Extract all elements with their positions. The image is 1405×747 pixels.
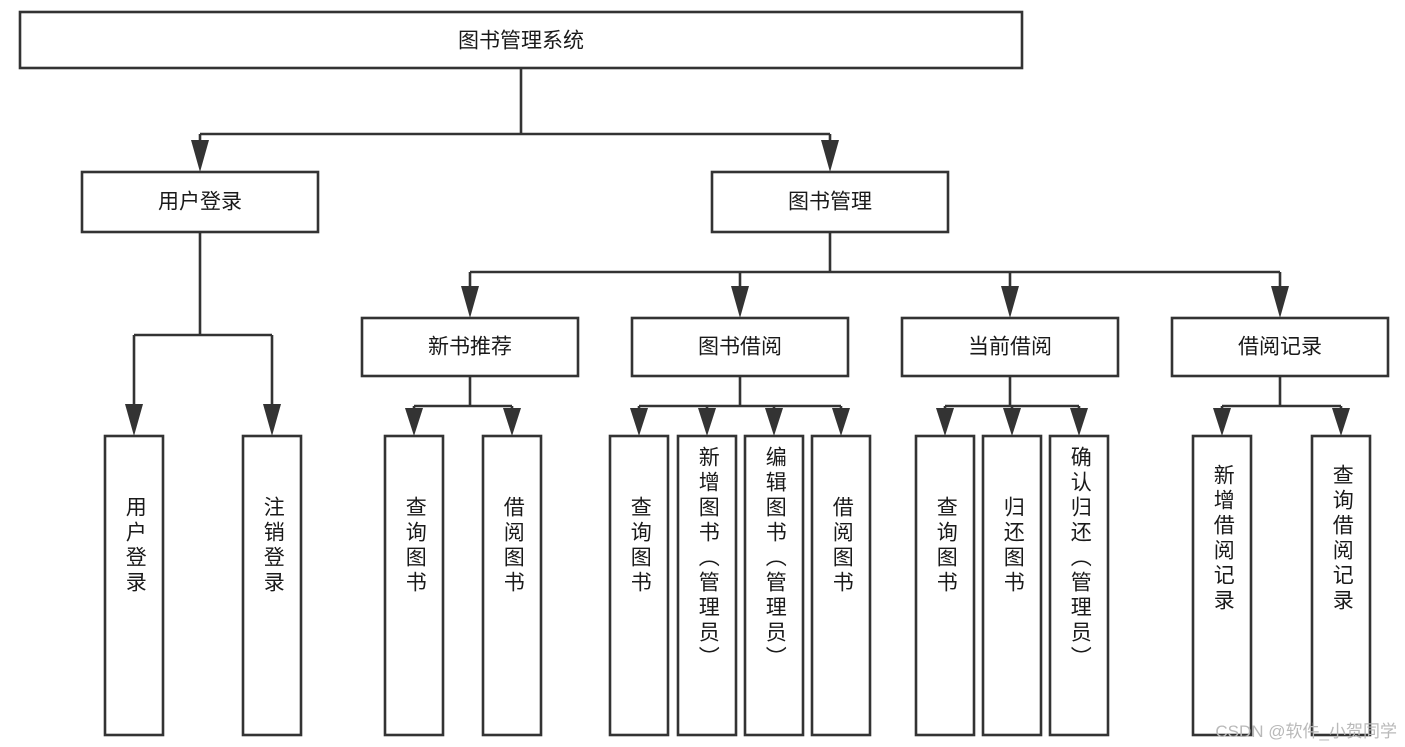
node-new-book-recommend-label: 新书推荐 xyxy=(428,336,512,359)
node-book-borrow[interactable]: 图书借阅 xyxy=(630,316,850,378)
arrow-head-leaf-query-book-2 xyxy=(630,408,648,436)
arrow-head-leaf-add-record xyxy=(1213,408,1231,436)
connector-group-current-borrow xyxy=(936,376,1088,436)
node-current-borrow[interactable]: 当前借阅 xyxy=(900,316,1120,378)
leaf-box-edit-book[interactable] xyxy=(743,434,805,737)
leaf-box-logout[interactable] xyxy=(241,434,303,737)
connector-group-borrow-record xyxy=(1213,376,1350,436)
leaf-box-add-book[interactable] xyxy=(676,434,738,737)
arrow-head-leaf-user-login xyxy=(125,404,143,436)
arrow-head-leaf-edit-book xyxy=(765,408,783,436)
node-book-borrow-box[interactable] xyxy=(630,316,850,378)
arrow-head-leaf-borrow-book-2 xyxy=(832,408,850,436)
node-current-borrow-box[interactable] xyxy=(900,316,1120,378)
arrow-head-book-manage xyxy=(821,140,839,172)
node-borrow-record-label: 借阅记录 xyxy=(1238,336,1322,359)
arrow-head-book-borrow xyxy=(731,286,749,318)
arrow-head-leaf-query-book-1 xyxy=(405,408,423,436)
leaf-box-confirm-return[interactable] xyxy=(1048,434,1110,737)
node-root-box[interactable] xyxy=(18,10,1024,70)
arrow-head-user-login xyxy=(191,140,209,172)
arrow-head-leaf-logout xyxy=(263,404,281,436)
leaf-box-query-book-2[interactable] xyxy=(608,434,670,737)
connector-group-new-book-recommend xyxy=(405,376,521,436)
leaf-box-user-login[interactable] xyxy=(103,434,165,737)
node-borrow-record[interactable]: 借阅记录 xyxy=(1170,316,1390,378)
node-root[interactable]: 图书管理系统 xyxy=(18,10,1024,70)
leaf-box-query-record[interactable] xyxy=(1310,434,1372,737)
leaf-boxes xyxy=(103,434,1372,737)
leaf-box-query-book-1[interactable] xyxy=(383,434,445,737)
leaf-box-return-book[interactable] xyxy=(981,434,1043,737)
arrow-head-leaf-query-book-3 xyxy=(936,408,954,436)
connector-group-root xyxy=(191,68,839,172)
leaf-box-query-book-3[interactable] xyxy=(914,434,976,737)
node-book-manage-box[interactable] xyxy=(710,170,950,234)
arrow-head-new-book-recommend xyxy=(461,286,479,318)
arrow-head-leaf-confirm-return xyxy=(1070,408,1088,436)
node-new-book-recommend[interactable]: 新书推荐 xyxy=(360,316,580,378)
connector-group-book-manage xyxy=(461,232,1289,318)
node-root-label: 图书管理系统 xyxy=(458,30,584,53)
node-book-manage-label: 图书管理 xyxy=(788,191,872,214)
node-book-borrow-label: 图书借阅 xyxy=(698,336,782,359)
leaf-box-borrow-book-1[interactable] xyxy=(481,434,543,737)
node-user-login-label: 用户登录 xyxy=(158,191,242,214)
node-borrow-record-box[interactable] xyxy=(1170,316,1390,378)
arrow-head-current-borrow xyxy=(1001,286,1019,318)
node-book-manage[interactable]: 图书管理 xyxy=(710,170,950,234)
arrow-head-leaf-borrow-book-1 xyxy=(503,408,521,436)
connector-group-user-login xyxy=(125,232,281,436)
leaf-box-add-record[interactable] xyxy=(1191,434,1253,737)
node-new-book-recommend-box[interactable] xyxy=(360,316,580,378)
leaf-box-borrow-book-2[interactable] xyxy=(810,434,872,737)
arrow-head-leaf-add-book xyxy=(698,408,716,436)
csdn-watermark: CSDN @软件_小贺同学 xyxy=(1215,722,1397,741)
arrow-head-leaf-query-record xyxy=(1332,408,1350,436)
arrow-head-leaf-return-book xyxy=(1003,408,1021,436)
node-current-borrow-label: 当前借阅 xyxy=(968,336,1052,359)
connector-group-book-borrow xyxy=(630,376,850,436)
node-user-login[interactable]: 用户登录 xyxy=(80,170,320,234)
arrow-head-borrow-record xyxy=(1271,286,1289,318)
node-user-login-box[interactable] xyxy=(80,170,320,234)
